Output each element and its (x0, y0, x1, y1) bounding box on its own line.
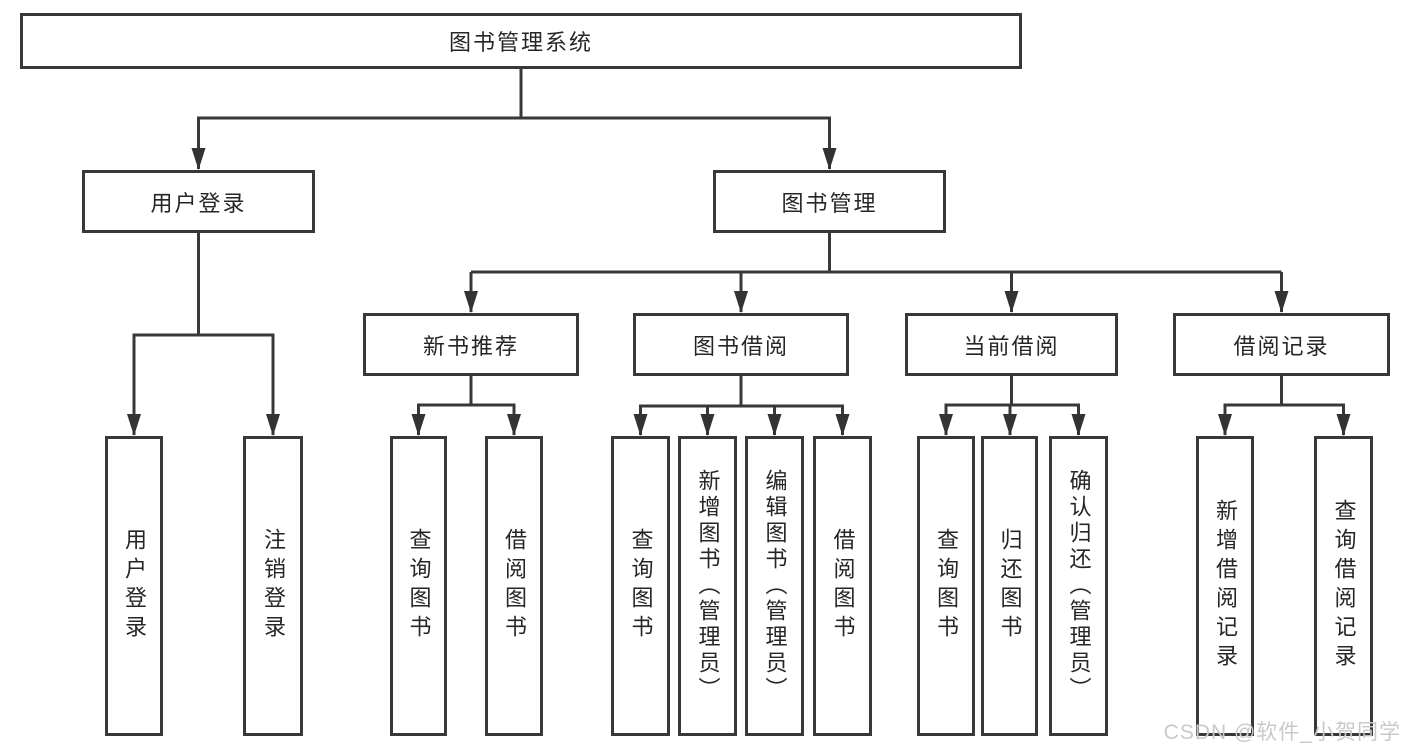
leaf-return-books: 归还图书 (981, 436, 1038, 736)
node-book-borrowing: 图书借阅 (633, 313, 849, 376)
leaf-edit-books-admin: 编辑图书（管理员） (745, 436, 804, 736)
leaf-logout: 注销登录 (243, 436, 303, 736)
node-current-borrowing: 当前借阅 (905, 313, 1118, 376)
leaf-user-login: 用户登录 (105, 436, 163, 736)
node-new-book-recommend: 新书推荐 (363, 313, 579, 376)
leaf-query-books: 查询图书 (390, 436, 447, 736)
arrowheads (127, 148, 1351, 436)
leaf-add-books-admin: 新增图书（管理员） (678, 436, 737, 736)
leaf-query-books-2: 查询图书 (611, 436, 670, 736)
leaf-query-borrow-record: 查询借阅记录 (1314, 436, 1373, 736)
node-book-management: 图书管理 (713, 170, 946, 233)
leaf-confirm-return-admin: 确认归还（管理员） (1049, 436, 1108, 736)
leaf-add-borrow-record: 新增借阅记录 (1196, 436, 1254, 736)
node-library-system: 图书管理系统 (20, 13, 1022, 69)
csdn-watermark: CSDN @软件_小贺同学 (1163, 721, 1401, 744)
node-borrowing-records: 借阅记录 (1173, 313, 1390, 376)
leaf-query-books-3: 查询图书 (917, 436, 975, 736)
leaf-borrow-books-2: 借阅图书 (813, 436, 872, 736)
connector-path (132, 69, 1345, 435)
node-user-login: 用户登录 (82, 170, 315, 233)
leaf-borrow-books: 借阅图书 (485, 436, 543, 736)
